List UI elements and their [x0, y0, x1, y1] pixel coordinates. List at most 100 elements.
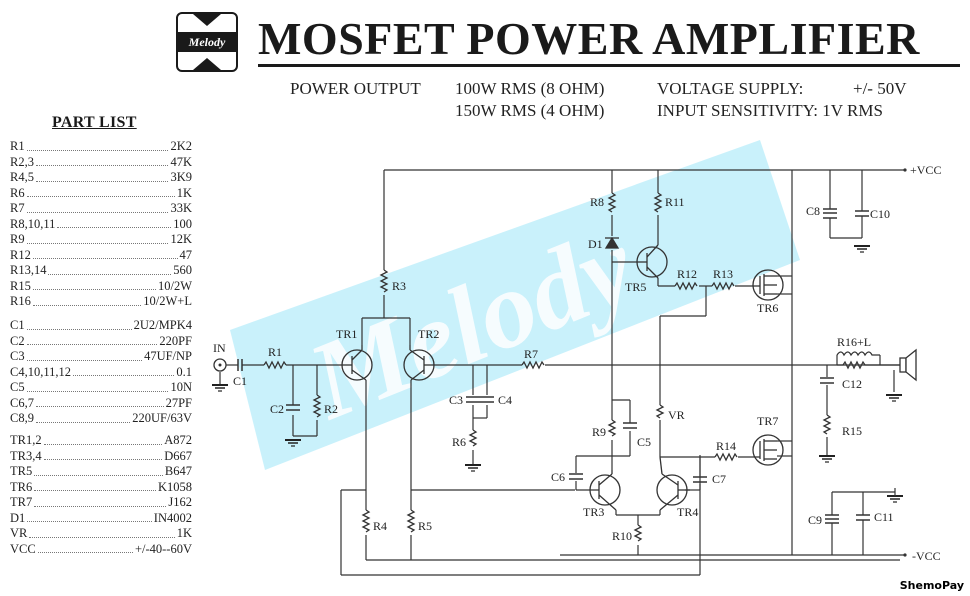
capacitor-C6 — [569, 473, 583, 480]
resistor-R2 — [312, 394, 322, 418]
resistor-R13 — [711, 281, 735, 291]
part-ref: TR6 — [10, 479, 33, 494]
shemopay-badge: ShemoPay — [899, 579, 964, 592]
vcc-pos-terminal — [903, 168, 907, 172]
leader-dots — [26, 201, 169, 213]
resistor-R5 — [406, 509, 416, 533]
part-value: 33K — [170, 201, 192, 215]
leader-dots — [34, 495, 167, 507]
leader-dots — [35, 155, 169, 166]
leader-dots — [32, 248, 178, 259]
label-C2: C2 — [270, 402, 284, 416]
part-row: VCC+/-40--60V — [10, 542, 192, 558]
part-ref: R9 — [10, 232, 25, 246]
part-ref: TR1,2 — [10, 433, 42, 447]
capacitor-C9 — [825, 514, 839, 524]
label-TR3: TR3 — [583, 505, 604, 519]
leader-dots — [26, 186, 175, 197]
label-C4: C4 — [498, 393, 512, 407]
voltage-supply-value: +/- 50V — [853, 79, 907, 98]
part-ref: R15 — [10, 278, 31, 293]
speaker-icon — [899, 348, 917, 382]
resistor-R8 — [607, 192, 617, 213]
part-ref: R6 — [10, 185, 25, 200]
part-row: C2 220PF — [10, 334, 192, 350]
part-value: K1058 — [157, 479, 192, 494]
resistor-R3 — [379, 269, 389, 293]
resistor-R15 — [822, 414, 832, 435]
part-row: VR 1K — [10, 526, 192, 542]
capacitor-C5 — [623, 422, 637, 429]
part-value: 47K — [170, 154, 192, 169]
part-ref: TR7 — [10, 495, 33, 509]
part-ref: D1 — [10, 510, 26, 525]
capacitor-C1 — [237, 359, 243, 371]
leader-dots — [26, 380, 169, 392]
capacitor-C11 — [856, 514, 870, 521]
capacitor-C2 — [286, 404, 300, 411]
label-C6: C6 — [551, 470, 565, 484]
leader-dots — [27, 511, 152, 522]
input-sensitivity: INPUT SENSITIVITY: 1V RMS — [657, 101, 883, 120]
transistor-TR1 — [340, 345, 373, 381]
label-R11: R11 — [665, 195, 685, 209]
part-ref: C2 — [10, 333, 25, 348]
capacitors — [237, 208, 870, 524]
label-R16L: R16+L — [837, 335, 871, 349]
part-value: 27PF — [165, 395, 192, 410]
part-value: 220PF — [159, 333, 192, 348]
leader-dots — [26, 349, 143, 361]
logo-bottom-triangle — [193, 58, 221, 70]
part-value: 0.1 — [176, 364, 192, 379]
leader-dots — [34, 480, 156, 491]
vcc-neg-terminal — [903, 553, 907, 557]
part-value: 3K9 — [170, 170, 192, 184]
part-value: 47 — [179, 247, 193, 262]
ground-icon — [211, 384, 229, 392]
part-ref: R2,3 — [10, 154, 34, 169]
leader-dots — [26, 139, 169, 151]
part-value: 10/2W — [157, 278, 192, 293]
leader-dots — [29, 526, 175, 538]
leader-dots — [57, 217, 172, 228]
part-value: 10N — [170, 380, 192, 394]
label-TR1: TR1 — [336, 327, 357, 341]
leader-dots — [26, 318, 132, 330]
resistor-R12 — [674, 281, 698, 291]
transistor-TR4 — [656, 456, 690, 511]
label-TR5: TR5 — [625, 280, 646, 294]
leader-dots — [26, 334, 158, 345]
part-ref: VR — [10, 526, 28, 540]
capacitor-C7 — [693, 476, 707, 483]
resistor-R9 — [607, 419, 617, 437]
leader-dots — [73, 365, 175, 376]
ground-icon — [853, 245, 871, 253]
label-R2: R2 — [324, 402, 338, 416]
melody-logo: Melody — [176, 12, 238, 72]
label-R6: R6 — [452, 435, 466, 449]
part-row: R2,3 47K — [10, 155, 192, 171]
leader-dots — [35, 170, 169, 182]
resistor-R11 — [653, 192, 663, 213]
label-D1: D1 — [588, 237, 603, 251]
part-value: 1K — [176, 526, 192, 540]
part-value: 47UF/NP — [144, 349, 192, 363]
resistors — [263, 192, 880, 542]
transistor-TR2 — [403, 345, 435, 381]
label-C11: C11 — [874, 510, 894, 524]
resistor-R7 — [521, 360, 545, 370]
transistor-TR3 — [576, 470, 621, 511]
part-value: 220UF/63V — [132, 411, 192, 425]
label-R7: R7 — [524, 347, 538, 361]
mosfet-TR7 — [752, 434, 784, 466]
